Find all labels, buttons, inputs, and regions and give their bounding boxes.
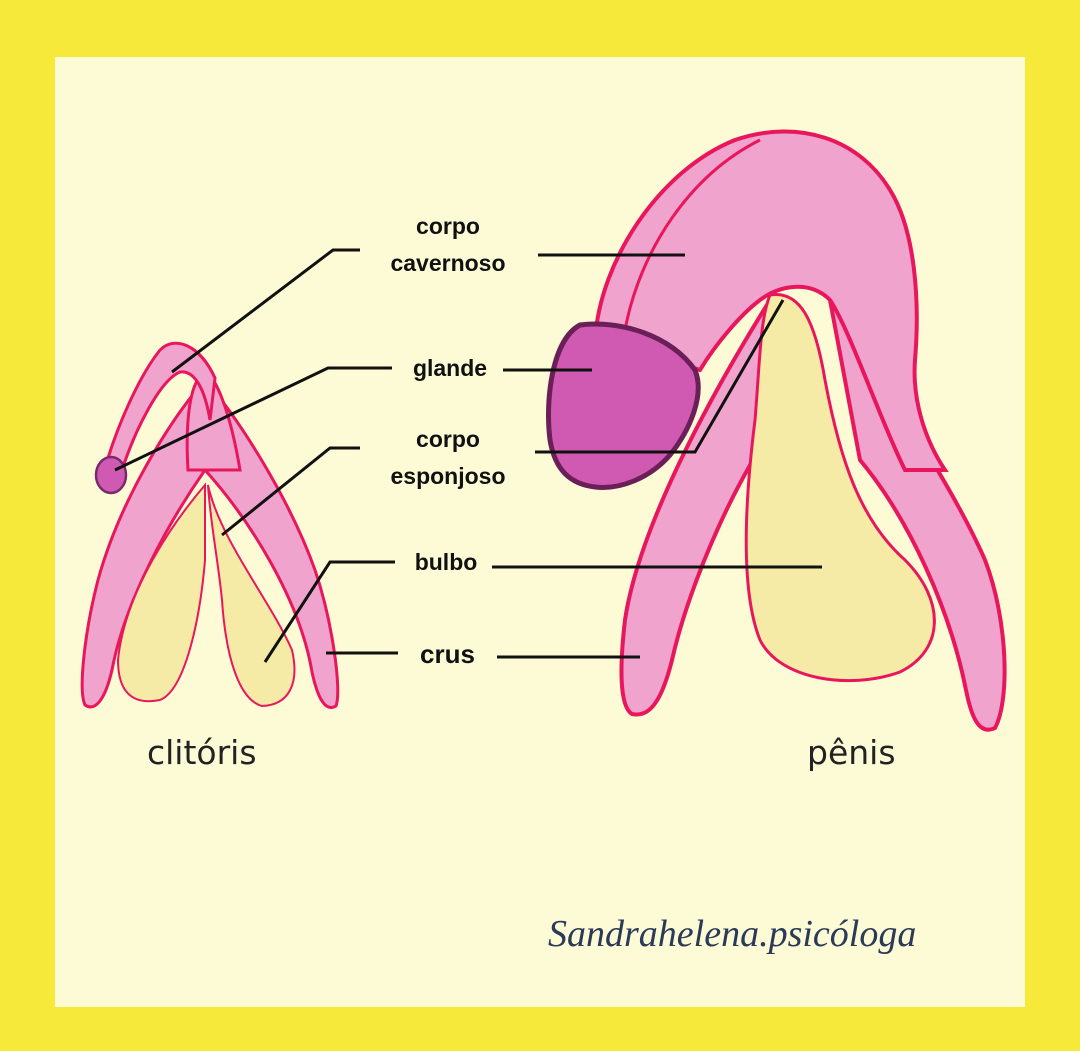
caption-penis: pênis xyxy=(807,733,896,772)
clitoris-glans xyxy=(94,455,128,495)
label-bulbo: bulbo xyxy=(414,549,478,575)
penis-crus-left xyxy=(619,293,783,717)
leader-corpo-esponjoso-left xyxy=(221,446,360,537)
leader-lines xyxy=(114,248,822,663)
leader-corpo-cavernoso-left xyxy=(171,248,360,374)
penis-corpus-cavernosum-inner-line xyxy=(623,138,761,331)
label-corpo-esponjoso-line1: corpo xyxy=(416,426,480,452)
label-corpo-esponjoso: corpo esponjoso xyxy=(360,421,536,495)
penis-bulb xyxy=(744,292,936,683)
caption-clitoris: clitóris xyxy=(147,733,257,772)
label-crus: crus xyxy=(420,639,475,669)
signature: Sandrahelena.psicóloga xyxy=(548,913,917,955)
leader-bulbo-left xyxy=(263,560,395,663)
leader-glande-left xyxy=(114,366,392,472)
penis-illustration xyxy=(546,129,1007,732)
label-glande: glande xyxy=(412,355,488,381)
label-corpo-cavernoso-line2: cavernoso xyxy=(390,250,506,276)
penis-corpus-cavernosum xyxy=(592,129,949,472)
clitoris-bulb-left xyxy=(116,482,206,703)
clitoris-illustration xyxy=(80,341,340,709)
label-corpo-esponjoso-line2: esponjoso xyxy=(390,463,506,489)
label-corpo-cavernoso-line1: corpo xyxy=(416,213,480,239)
leader-corpo-esponjoso-right xyxy=(535,299,785,454)
label-corpo-cavernoso: corpo cavernoso xyxy=(360,208,536,282)
penis-glans xyxy=(546,321,701,490)
